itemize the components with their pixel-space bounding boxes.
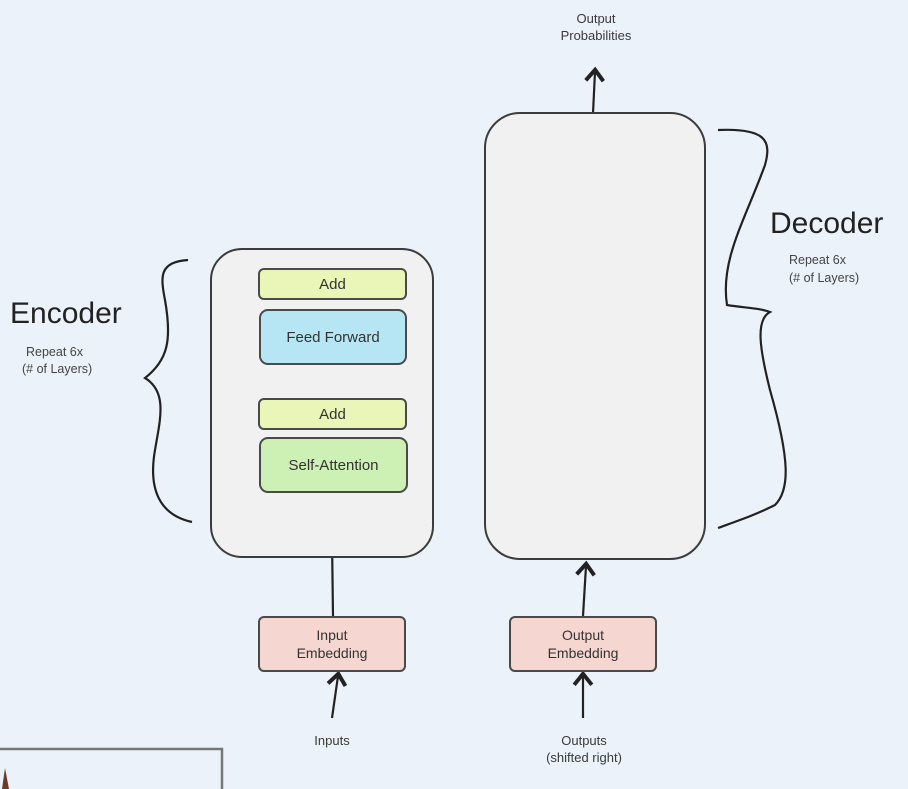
self-attention-block: Self-Attention xyxy=(259,437,408,493)
embedding-to-decoder-arrow xyxy=(575,560,596,617)
decoder-repeat: Repeat 6x xyxy=(789,253,846,267)
feed-forward-block: Feed Forward xyxy=(259,309,407,365)
partial-frame xyxy=(0,747,224,789)
output-probabilities-line1: Output xyxy=(576,11,616,26)
output-probabilities-line2: Probabilities xyxy=(560,28,632,43)
add-block-top: Add xyxy=(258,268,407,300)
encoder-title: Encoder xyxy=(10,297,122,330)
input-embedding-line1: Input xyxy=(316,627,348,643)
encoder-brace xyxy=(143,258,193,524)
partial-glyph xyxy=(2,768,9,789)
output-embedding-block: Output Embedding xyxy=(509,616,657,672)
add-block-bottom: Add xyxy=(258,398,407,430)
input-embedding-block: Input Embedding xyxy=(258,616,406,672)
input-embedding-line2: Embedding xyxy=(296,645,368,661)
output-probabilities-label: Output Probabilities xyxy=(540,10,652,44)
outputs-label-line1: Outputs xyxy=(561,733,607,748)
encoder-layers: (# of Layers) xyxy=(22,362,93,376)
feed-forward-label: Feed Forward xyxy=(286,328,380,346)
inputs-arrow xyxy=(326,670,348,719)
add-block-bottom-label: Add xyxy=(319,405,346,423)
output-probabilities-arrow xyxy=(584,66,605,114)
outputs-label-line2: (shifted right) xyxy=(546,750,622,765)
decoder-brace xyxy=(717,128,787,530)
add-block-top-label: Add xyxy=(319,275,346,293)
decoder-stack xyxy=(484,112,706,560)
outputs-label: Outputs (shifted right) xyxy=(520,732,648,766)
self-attention-label: Self-Attention xyxy=(288,456,379,474)
decoder-layers: (# of Layers) xyxy=(789,271,860,285)
decoder-title: Decoder xyxy=(770,207,884,240)
output-embedding-line1: Output xyxy=(561,627,605,643)
encoder-repeat: Repeat 6x xyxy=(26,345,83,359)
inputs-label: Inputs xyxy=(314,733,350,748)
output-embedding-line2: Embedding xyxy=(547,645,619,661)
